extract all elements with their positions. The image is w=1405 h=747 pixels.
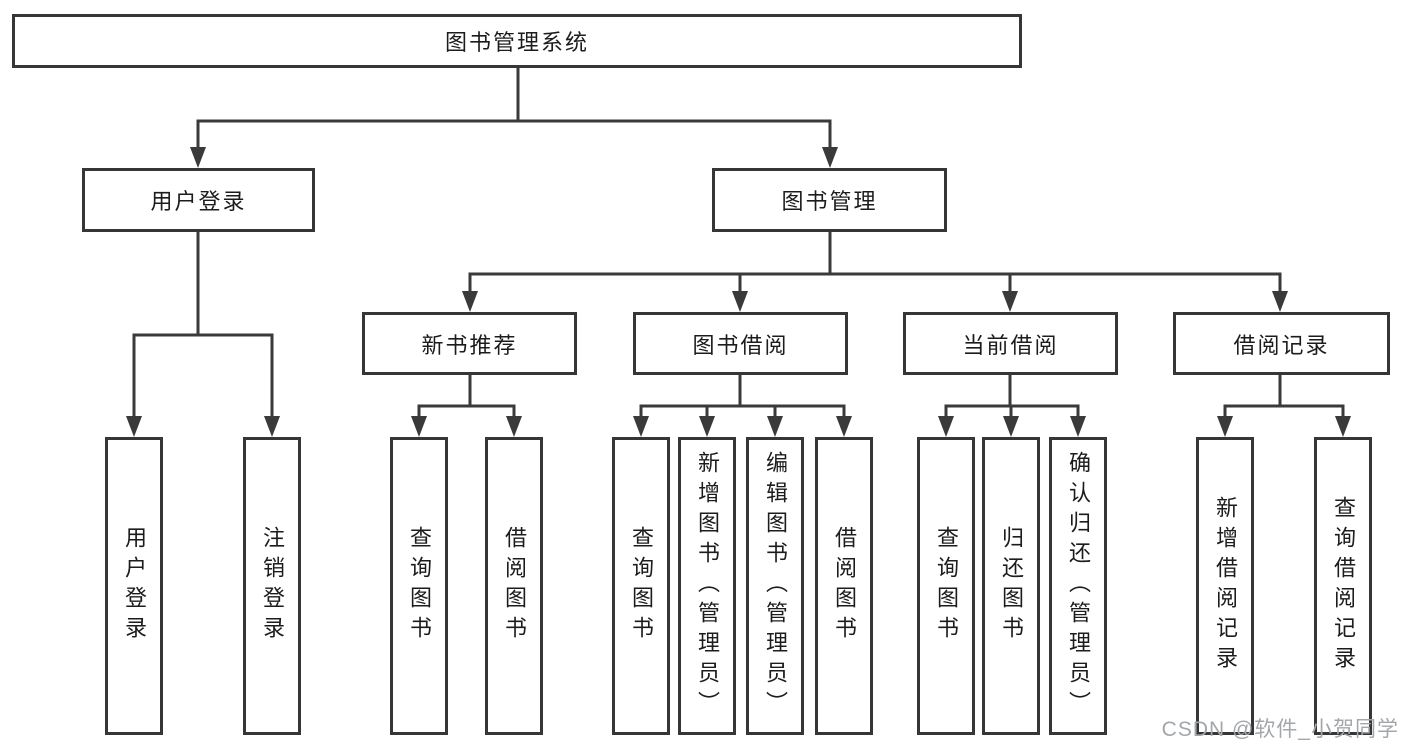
arrowhead <box>938 416 954 437</box>
node-label: 查询图书 <box>407 526 432 646</box>
node-new-book-recommend: 新书推荐 <box>362 312 577 375</box>
arrowhead <box>767 416 783 437</box>
leaf-query-books: 查询图书 <box>390 437 448 735</box>
connector-borrow-rec-children <box>1217 375 1351 437</box>
csdn-watermark: CSDN @软件_小贺同学 <box>1161 718 1399 741</box>
arrowhead <box>1217 416 1233 437</box>
leaf-query-borrow-record: 查询借阅记录 <box>1314 437 1372 735</box>
node-label: 确认归还（管理员） <box>1066 451 1091 721</box>
node-label: 查询图书 <box>629 526 654 646</box>
leaf-edit-books-admin: 编辑图书（管理员） <box>746 437 804 735</box>
node-user-login: 用户登录 <box>82 168 315 232</box>
arrowhead <box>506 416 522 437</box>
node-label: 新增图书（管理员） <box>695 451 720 721</box>
node-current-borrowing: 当前借阅 <box>903 312 1118 375</box>
node-system-root: 图书管理系统 <box>12 14 1022 68</box>
node-label: 借阅图书 <box>832 526 857 646</box>
leaf-borrow-books: 借阅图书 <box>485 437 543 735</box>
node-book-management: 图书管理 <box>712 168 947 232</box>
arrowhead <box>699 416 715 437</box>
connector-root-to-level2 <box>190 68 838 168</box>
node-label: 借阅图书 <box>502 526 527 646</box>
leaf-return-books: 归还图书 <box>982 437 1040 735</box>
node-label: 新增借阅记录 <box>1213 496 1238 676</box>
arrowhead <box>1002 291 1018 312</box>
node-label: 当前借阅 <box>962 332 1059 358</box>
connector-book-borrow-children <box>633 375 852 437</box>
node-label: 编辑图书（管理员） <box>763 451 788 721</box>
arrowhead <box>1003 416 1019 437</box>
leaf-query-books: 查询图书 <box>612 437 670 735</box>
arrowhead <box>633 416 649 437</box>
arrowhead <box>190 147 206 168</box>
arrowhead <box>462 291 478 312</box>
leaf-borrow-books: 借阅图书 <box>815 437 873 735</box>
node-borrowing-records: 借阅记录 <box>1173 312 1390 375</box>
connector-cur-borrow-children <box>938 375 1086 437</box>
node-label: 图书管理 <box>781 189 878 214</box>
arrowhead <box>126 416 142 437</box>
leaf-confirm-return-admin: 确认归还（管理员） <box>1049 437 1107 735</box>
connector-book-mgmt-children <box>462 232 1288 312</box>
node-label: 图书借阅 <box>692 332 789 358</box>
node-label: 注销登录 <box>260 526 285 646</box>
leaf-add-books-admin: 新增图书（管理员） <box>678 437 736 735</box>
arrowhead <box>1070 416 1086 437</box>
arrowhead <box>822 147 838 168</box>
leaf-query-books: 查询图书 <box>917 437 975 735</box>
node-book-borrowing: 图书借阅 <box>633 312 848 375</box>
node-label: 用户登录 <box>122 526 147 646</box>
arrowhead <box>1335 416 1351 437</box>
node-label: 归还图书 <box>999 526 1024 646</box>
arrowhead <box>732 291 748 312</box>
arrowhead <box>264 416 280 437</box>
node-label: 用户登录 <box>150 189 247 214</box>
arrowhead <box>836 416 852 437</box>
connector-new-book-children <box>411 375 522 437</box>
node-label: 新书推荐 <box>421 332 518 358</box>
leaf-add-borrow-record: 新增借阅记录 <box>1196 437 1254 735</box>
arrowhead <box>1272 291 1288 312</box>
node-label: 图书管理系统 <box>444 30 589 55</box>
leaf-logout: 注销登录 <box>243 437 301 735</box>
connector-user-login-children <box>126 232 280 437</box>
node-label: 查询图书 <box>934 526 959 646</box>
leaf-user-login: 用户登录 <box>105 437 163 735</box>
arrowhead <box>411 416 427 437</box>
node-label: 查询借阅记录 <box>1331 496 1356 676</box>
node-label: 借阅记录 <box>1233 332 1330 358</box>
